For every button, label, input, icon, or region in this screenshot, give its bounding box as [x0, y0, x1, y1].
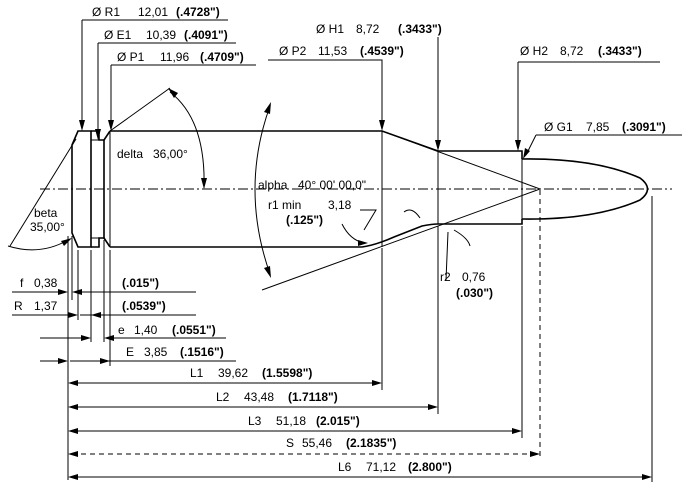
- label-E-name: E: [126, 345, 134, 359]
- label-L2-metric: 43,48: [244, 390, 274, 404]
- label-beta-value: 35,00°: [30, 220, 65, 234]
- label-e-name: e: [118, 323, 125, 337]
- label-P1-imperial: (.4709"): [200, 50, 244, 64]
- label-e-imperial: (.0551"): [172, 323, 216, 337]
- label-L3-name: L3: [248, 414, 262, 428]
- bullet-outline: [521, 158, 649, 220]
- label-P2-name: Ø P2: [279, 44, 307, 58]
- label-H1-imperial: (.3433"): [398, 22, 442, 36]
- label-r2-name: r2: [440, 270, 451, 284]
- label-E1-name: Ø E1: [104, 28, 132, 42]
- label-E-imperial: (.1516"): [180, 345, 224, 359]
- label-alpha-value: 40° 00' 00,0": [298, 178, 366, 192]
- label-L6-metric: 71,12: [366, 460, 396, 474]
- label-delta-value: 36,00°: [153, 147, 188, 161]
- label-G1-name: Ø G1: [544, 120, 573, 134]
- label-P2-metric: 11,53: [318, 44, 347, 58]
- cartridge-outline: [40, 130, 672, 248]
- label-H2-imperial: (.3433"): [598, 44, 642, 58]
- label-alpha-name: alpha: [258, 178, 288, 192]
- label-r2-metric: 0,76: [462, 270, 486, 284]
- label-r1-imperial: (.125"): [286, 213, 323, 227]
- label-R1-metric: 12,01: [138, 5, 168, 19]
- label-L6-imperial: (2.800"): [408, 460, 452, 474]
- label-R-name: R: [14, 299, 23, 313]
- label-L3-imperial: (2.015"): [316, 414, 360, 428]
- label-H1-name: Ø H1: [316, 22, 344, 36]
- label-H2-metric: 8,72: [560, 44, 584, 58]
- label-r2-imperial: (.030"): [456, 286, 493, 300]
- label-L6-name: L6: [338, 460, 352, 474]
- label-E1-metric: 10,39: [146, 28, 176, 42]
- label-delta-name: delta: [117, 147, 143, 161]
- label-G1-metric: 7,85: [586, 120, 610, 134]
- label-S-name: S: [286, 436, 294, 450]
- label-G1-imperial: (.3091"): [622, 120, 666, 134]
- label-r1-name: r1 min: [268, 198, 301, 212]
- small-length-dimensions: f 0,38 (.015") R 1,37 (.0539") e 1,40 (.…: [12, 236, 236, 480]
- label-P2-imperial: (.4539"): [360, 44, 404, 58]
- label-f-metric: 0,38: [34, 276, 58, 290]
- label-e-metric: 1,40: [134, 323, 158, 337]
- diameter-labels: Ø R1 12,01 (.4728") Ø E1 10,39 (.4091") …: [79, 5, 682, 159]
- label-P1-name: Ø P1: [117, 50, 145, 64]
- label-P1-metric: 11,96: [160, 50, 189, 64]
- label-f-name: f: [20, 276, 24, 290]
- label-S-metric: 55,46: [302, 436, 332, 450]
- label-L1-imperial: (1.5598"): [262, 366, 312, 380]
- label-f-imperial: (.015"): [122, 276, 159, 290]
- label-L1-metric: 39,62: [218, 366, 248, 380]
- label-H2-name: Ø H2: [520, 44, 548, 58]
- label-E-metric: 3,85: [144, 345, 168, 359]
- label-R-metric: 1,37: [34, 299, 58, 313]
- label-L1-name: L1: [190, 366, 204, 380]
- label-H1-metric: 8,72: [356, 22, 380, 36]
- label-L2-name: L2: [216, 390, 230, 404]
- label-beta-name: beta: [34, 206, 58, 220]
- label-R1-imperial: (.4728"): [176, 5, 220, 19]
- angle-annotations: delta 36,00° alpha 40° 00' 00,0" beta 35…: [7, 87, 541, 291]
- label-L2-imperial: (1.7118"): [288, 390, 338, 404]
- overall-length-dimensions: L1 39,62 (1.5598") L2 43,48 (1.7118") L3…: [68, 190, 653, 482]
- label-L3-metric: 51,18: [276, 414, 306, 428]
- groove-bevel: [103, 130, 111, 248]
- label-S-imperial: (2.1835"): [346, 436, 396, 450]
- label-r1-metric: 3,18: [328, 198, 352, 212]
- radius-annotations: r1 min 3,18 (.125") r2 0,76 (.030"): [268, 198, 493, 300]
- label-R-imperial: (.0539"): [122, 299, 166, 313]
- label-R1-name: Ø R1: [92, 5, 120, 19]
- label-E1-imperial: (.4091"): [184, 28, 228, 42]
